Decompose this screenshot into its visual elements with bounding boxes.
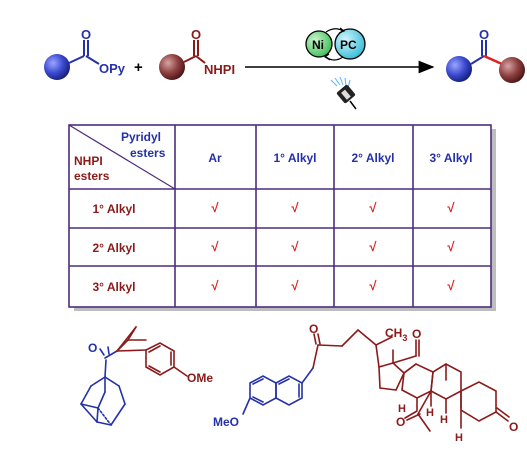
photocatalyst-label: PC (340, 38, 357, 52)
nickel-catalyst-label: Ni (312, 38, 324, 52)
dual-catalysis-cycle: Ni PC (305, 27, 366, 61)
ketone-oxygen-label: O (309, 322, 318, 336)
column-header: 2° Alkyl (351, 151, 394, 165)
example-adamantyl-cyclopropyl-ketone: O OMe (80, 326, 213, 426)
stereo-hydrogen-label: H (426, 407, 434, 419)
check-cells: √ √ √ √ √ √ √ √ √ √ √ √ (211, 200, 455, 293)
column-header: 1° Alkyl (273, 151, 316, 165)
blue-substituent-sphere (446, 56, 472, 82)
stereo-hydrogen-label: H (440, 414, 448, 426)
corner-header-pyridyl: Pyridyl (121, 130, 161, 144)
check-mark: √ (291, 239, 299, 254)
methyl-label: CH3 (385, 326, 407, 343)
row-header: 1° Alkyl (92, 202, 135, 216)
blue-substituent-sphere (44, 54, 70, 80)
check-mark: √ (211, 200, 219, 215)
scope-table: Pyridyl esters NHPI esters Ar 1° Alkyl 2° … (68, 124, 496, 311)
column-headers: Ar 1° Alkyl 2° Alkyl 3° Alkyl (208, 151, 472, 165)
check-mark: √ (211, 278, 219, 293)
nhpi-leaving-group-label: NHPI (204, 62, 235, 77)
plus-sign: + (134, 59, 143, 76)
check-mark: √ (447, 200, 455, 215)
ketone-oxygen-label: O (509, 420, 518, 434)
stereo-hydrogen-label: H (455, 432, 463, 444)
corner-header-pyridyl-esters: esters (130, 146, 166, 160)
carbonyl-oxygen-label: O (479, 27, 489, 42)
column-header: 3° Alkyl (429, 151, 472, 165)
reagent-pyridyl-ester: O OPy (44, 27, 126, 80)
corner-header-nhpi: NHPI (74, 154, 103, 168)
product-ketone: O (446, 27, 525, 83)
reagent-nhpi-ester: O NHPI (159, 27, 235, 80)
methoxy-label: OMe (187, 371, 213, 385)
carbonyl-oxygen-label: O (81, 27, 91, 42)
check-mark: √ (447, 278, 455, 293)
check-mark: √ (369, 239, 377, 254)
ketone-oxygen-label: O (412, 327, 421, 341)
stereo-hydrogen-label: H (398, 403, 406, 415)
row-header: 3° Alkyl (92, 280, 135, 294)
light-bulb-icon (330, 76, 357, 110)
check-mark: √ (211, 239, 219, 254)
methoxy-label: MeO (213, 415, 239, 429)
row-header: 2° Alkyl (92, 241, 135, 255)
red-substituent-sphere (499, 57, 525, 83)
check-mark: √ (369, 278, 377, 293)
opy-leaving-group-label: OPy (99, 61, 126, 76)
ketone-oxygen-label: O (88, 341, 97, 355)
example-naphthyl-steroid-ketone: MeO (213, 322, 518, 444)
red-substituent-sphere (159, 54, 185, 80)
carbonyl-oxygen-label: O (191, 27, 201, 42)
column-header: Ar (208, 151, 222, 165)
check-mark: √ (447, 239, 455, 254)
check-mark: √ (291, 278, 299, 293)
check-mark: √ (369, 200, 377, 215)
check-mark: √ (291, 200, 299, 215)
ketone-oxygen-label: O (396, 415, 405, 429)
row-headers: 1° Alkyl 2° Alkyl 3° Alkyl (92, 202, 135, 294)
corner-header-nhpi-esters: esters (74, 169, 110, 183)
